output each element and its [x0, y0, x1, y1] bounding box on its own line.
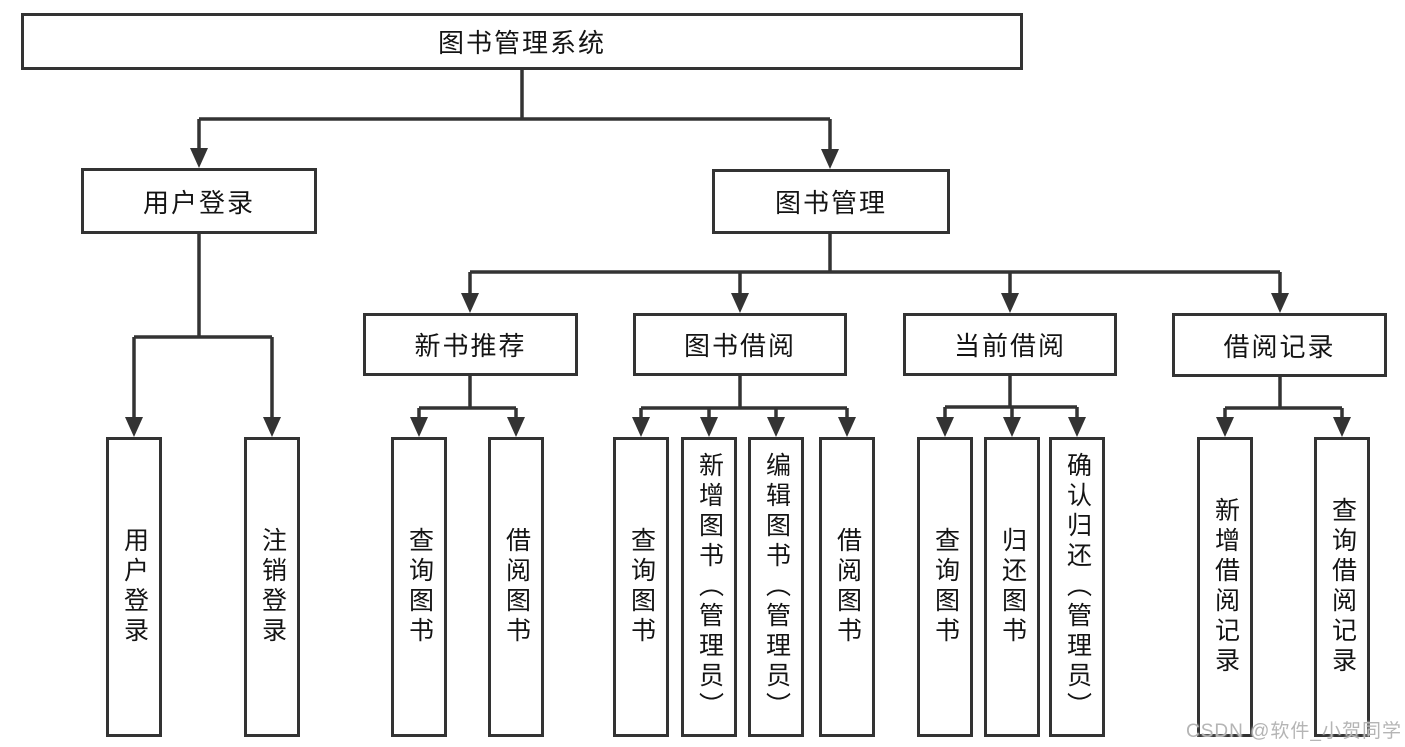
- edge-book-borrow-split: [639, 376, 849, 421]
- arrowhead: [410, 417, 428, 437]
- node-current-borrowing: 当前借阅: [903, 313, 1117, 376]
- leaf-query-books-2: 查询图书: [613, 437, 669, 737]
- leaf-query-borrow-record-label: 查询借阅记录: [1328, 497, 1357, 677]
- node-root: 图书管理系统: [21, 13, 1023, 70]
- leaf-query-books-2-label: 查询图书: [627, 527, 656, 647]
- leaf-query-books-1: 查询图书: [391, 437, 447, 737]
- leaf-logout: 注销登录: [244, 437, 300, 737]
- leaf-edit-books-admin-label: 编辑图书（管理员）: [762, 452, 791, 722]
- edge-user-login-split: [132, 234, 274, 421]
- arrowhead: [838, 417, 856, 437]
- arrowhead: [767, 417, 785, 437]
- leaf-add-books-admin: 新增图书（管理员）: [681, 437, 737, 737]
- arrowhead: [1333, 417, 1351, 437]
- arrowhead: [731, 293, 749, 313]
- leaf-add-borrow-record: 新增借阅记录: [1197, 437, 1253, 737]
- arrowhead: [1216, 417, 1234, 437]
- node-user-login: 用户登录: [81, 168, 317, 234]
- node-borrowing-records-label: 借阅记录: [1223, 331, 1336, 362]
- leaf-borrow-books-1-label: 借阅图书: [502, 527, 531, 647]
- leaf-borrow-books-2: 借阅图书: [819, 437, 875, 737]
- arrowhead: [1271, 293, 1289, 313]
- leaf-query-books-3: 查询图书: [917, 437, 973, 737]
- leaf-confirm-return-admin: 确认归还（管理员）: [1049, 437, 1105, 737]
- node-user-login-label: 用户登录: [142, 187, 255, 218]
- arrowhead: [461, 293, 479, 313]
- arrowhead: [190, 148, 208, 168]
- leaf-borrow-books-2-label: 借阅图书: [833, 527, 862, 647]
- node-borrowing-records: 借阅记录: [1172, 313, 1387, 377]
- leaf-query-borrow-record: 查询借阅记录: [1314, 437, 1370, 737]
- arrowhead: [507, 417, 525, 437]
- arrowhead: [263, 417, 281, 437]
- edge-new-book-rec-split: [417, 376, 518, 421]
- arrowheads: [125, 148, 1351, 437]
- edge-book-mgmt-split: [468, 234, 1282, 297]
- arrowhead: [821, 149, 839, 169]
- node-current-borrowing-label: 当前借阅: [953, 331, 1066, 361]
- node-root-label: 图书管理系统: [437, 28, 606, 58]
- node-book-borrowing: 图书借阅: [633, 313, 847, 376]
- leaf-return-books-label: 归还图书: [998, 527, 1027, 647]
- csdn-watermark: CSDN @软件_小贺同学: [1186, 721, 1402, 742]
- leaf-query-books-3-label: 查询图书: [931, 527, 960, 647]
- leaf-edit-books-admin: 编辑图书（管理员）: [748, 437, 804, 737]
- leaf-return-books: 归还图书: [984, 437, 1040, 737]
- leaf-query-books-1-label: 查询图书: [405, 527, 434, 647]
- edge-borrow-record-split: [1223, 377, 1344, 421]
- leaf-add-borrow-record-label: 新增借阅记录: [1211, 497, 1240, 677]
- arrowhead: [1003, 417, 1021, 437]
- leaf-confirm-return-admin-label: 确认归还（管理员）: [1063, 452, 1092, 722]
- leaf-borrow-books-1: 借阅图书: [488, 437, 544, 737]
- connector-edges: [132, 70, 1344, 421]
- node-new-book-recommend-label: 新书推荐: [414, 331, 527, 361]
- node-new-book-recommend: 新书推荐: [363, 313, 578, 376]
- leaf-user-login-label: 用户登录: [120, 527, 149, 647]
- arrowhead: [700, 417, 718, 437]
- node-book-borrowing-label: 图书借阅: [683, 331, 796, 361]
- leaf-add-books-admin-label: 新增图书（管理员）: [695, 452, 724, 722]
- leaf-user-login: 用户登录: [106, 437, 162, 737]
- arrowhead: [125, 417, 143, 437]
- node-book-management: 图书管理: [712, 169, 950, 234]
- edge-current-borrow-split: [943, 376, 1079, 421]
- node-book-management-label: 图书管理: [774, 188, 887, 218]
- arrowhead: [1068, 417, 1086, 437]
- edge-root-split: [197, 70, 832, 153]
- leaf-logout-label: 注销登录: [258, 527, 287, 647]
- arrowhead: [632, 417, 650, 437]
- arrowhead: [936, 417, 954, 437]
- arrowhead: [1001, 293, 1019, 313]
